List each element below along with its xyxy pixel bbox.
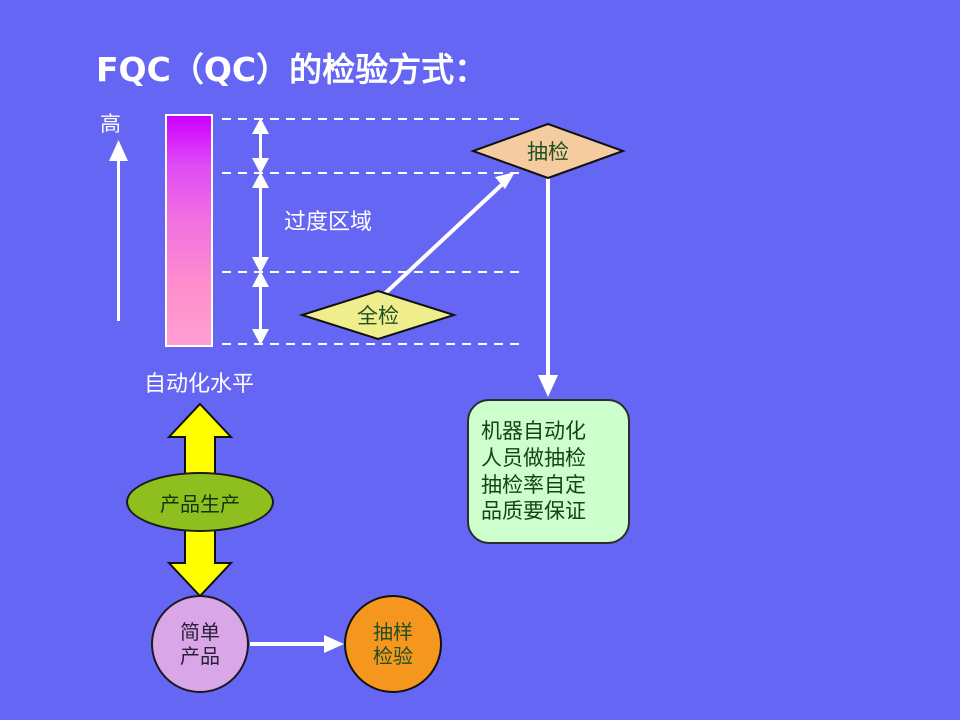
block-arrow-down — [166, 521, 234, 598]
sampling-diamond-label-wrap: 抽检 — [473, 124, 623, 178]
page-title-cjk: 的检验方式： — [289, 50, 488, 89]
automation-level-label: 自动化水平 — [144, 372, 255, 397]
simple-product-line-2: 产品 — [180, 644, 220, 668]
double-arrow-band-3 — [252, 271, 269, 345]
automation-note-line-1: 机器自动化 — [481, 418, 586, 443]
automation-note-box[interactable]: 机器自动化 人员做抽检 抽检率自定 品质要保证 — [467, 399, 630, 544]
full-inspect-diamond[interactable] — [298, 289, 458, 341]
sampling-inspection-line-1: 抽样 — [373, 620, 413, 644]
sampling-inspection-line-2: 检验 — [373, 644, 413, 668]
sampling-inspection-circle[interactable]: 抽样 检验 — [344, 595, 442, 693]
transition-zone-label: 过度区域 — [284, 210, 373, 235]
sampling-diamond[interactable] — [470, 122, 626, 180]
arrow-simple-to-sampling-inspect — [250, 635, 344, 653]
arrow-sampling-to-note — [538, 173, 558, 397]
page-title-latin: FQC（QC） — [96, 50, 290, 89]
automation-gradient-bar — [165, 114, 213, 347]
band-double-arrows — [252, 118, 269, 345]
full-inspect-diamond-label: 全检 — [357, 304, 399, 328]
production-ellipse-label: 产品生产 — [160, 491, 240, 516]
simple-product-line-1: 简单 — [180, 620, 220, 644]
automation-note-line-3: 抽检率自定 — [481, 472, 586, 497]
band-dashed-lines — [222, 118, 520, 345]
double-arrow-band-1 — [252, 118, 269, 174]
sampling-diamond-label: 抽检 — [527, 140, 569, 164]
automation-note-line-2: 人员做抽检 — [481, 445, 586, 470]
arrow-full-to-sampling — [376, 172, 515, 302]
automation-axis-arrow — [109, 140, 128, 321]
axis-top-label: 高 — [100, 112, 121, 136]
simple-product-circle[interactable]: 简单 产品 — [151, 595, 249, 693]
page-title: FQC（QC）的检验方式： — [96, 50, 488, 89]
production-ellipse[interactable]: 产品生产 — [126, 472, 274, 532]
full-inspect-diamond-label-wrap: 全检 — [302, 291, 454, 339]
block-arrow-up — [166, 402, 234, 479]
double-arrow-band-2 — [252, 172, 269, 273]
automation-note-line-4: 品质要保证 — [481, 499, 586, 524]
